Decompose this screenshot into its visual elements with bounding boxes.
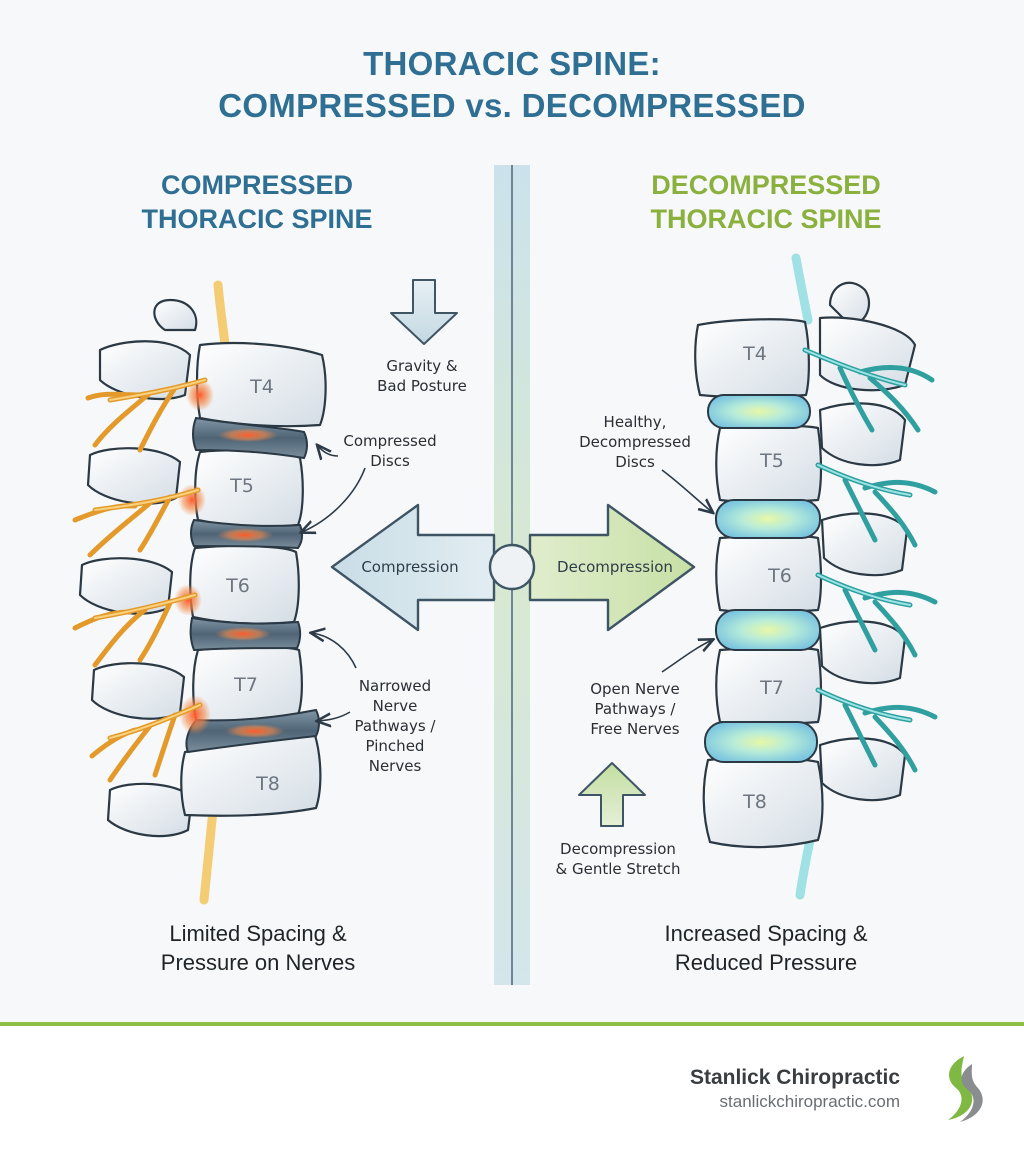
gentle-stretch-note: Decompression & Gentle Stretch (548, 839, 688, 879)
note-line: Discs (615, 453, 655, 471)
vertebra-label: T7 (233, 674, 258, 696)
vertebra-label: T5 (759, 450, 784, 472)
note-line: Open Nerve (590, 680, 680, 698)
compressed-title-line1: COMPRESSED (160, 170, 354, 200)
vertebra-label: T4 (742, 343, 767, 365)
page-title-line1: THORACIC SPINE: (363, 45, 661, 82)
note-line: Gravity & (386, 357, 458, 375)
note-line: Decompressed (579, 433, 691, 451)
healthy-discs-note: Healthy, Decompressed Discs (570, 412, 700, 472)
compressed-caption: Limited Spacing & Pressure on Nerves (98, 919, 418, 977)
caption-line: Reduced Pressure (674, 950, 858, 975)
caption-line: Limited Spacing & (169, 921, 347, 946)
note-line: Bad Posture (377, 377, 467, 395)
decompressed-title-line1: DECOMPRESSED (651, 170, 881, 200)
decompression-arrow-label: Decompression (557, 558, 673, 576)
compression-arrow-label: Compression (361, 558, 459, 576)
note-line: Pathways / (354, 717, 436, 735)
vertebra-label: T6 (225, 575, 250, 597)
note-line: Free Nerves (590, 720, 680, 738)
brand-url[interactable]: stanlickchiropractic.com (719, 1092, 900, 1111)
decompressed-spine: T4 T5 T6 T7 T8 (694, 253, 938, 900)
gravity-note: Gravity & Bad Posture (372, 356, 472, 396)
vertebra-label: T7 (759, 677, 784, 699)
footer (0, 1026, 1024, 1154)
compressed-title-line2: THORACIC SPINE (141, 204, 373, 234)
note-line: Compressed (343, 432, 437, 450)
note-line: Nerve (372, 697, 418, 715)
center-node-icon (488, 543, 536, 591)
note-line: Pathways / (594, 700, 676, 718)
note-line: Narrowed (358, 677, 432, 695)
decompressed-title-line2: THORACIC SPINE (650, 204, 882, 234)
s-curve-logo-icon (948, 1056, 983, 1122)
note-line: Healthy, (603, 413, 667, 431)
compressed-section-title: COMPRESSED THORACIC SPINE (77, 168, 437, 236)
page-title-line2: COMPRESSED vs. DECOMPRESSED (218, 87, 806, 124)
note-line: & Gentle Stretch (555, 860, 681, 878)
compressed-spine: T4 T5 T6 T7 T8 (72, 280, 327, 905)
note-line: Decompression (560, 840, 676, 858)
vertebra-label: T6 (767, 565, 792, 587)
pinched-nerves-note: Narrowed Nerve Pathways / Pinched Nerves (345, 676, 445, 776)
healthy-discs (704, 394, 821, 763)
decompressed-caption: Increased Spacing & Reduced Pressure (606, 919, 926, 977)
callout-pointers (302, 446, 712, 721)
note-line: Pinched (365, 737, 425, 755)
vertebra-label: T5 (229, 475, 254, 497)
compressed-discs-note: Compressed Discs (335, 431, 445, 471)
spine-comparison-illustration: T4 T5 T6 T7 T8 (72, 165, 938, 985)
note-line: Nerves (368, 757, 422, 775)
gravity-down-arrow-icon (390, 279, 458, 345)
note-line: Discs (370, 452, 410, 470)
caption-line: Increased Spacing & (664, 921, 868, 946)
caption-line: Pressure on Nerves (160, 950, 356, 975)
vertebra-label: T8 (742, 791, 767, 813)
footer-divider (0, 1022, 1024, 1026)
brand-name: Stanlick Chiropractic (689, 1066, 900, 1089)
vertebra-label: T4 (249, 376, 274, 398)
vertebra-label: T8 (255, 773, 280, 795)
decompressed-section-title: DECOMPRESSED THORACIC SPINE (586, 168, 946, 236)
stretch-up-arrow-icon (578, 762, 646, 827)
open-nerves-note: Open Nerve Pathways / Free Nerves (575, 679, 695, 739)
